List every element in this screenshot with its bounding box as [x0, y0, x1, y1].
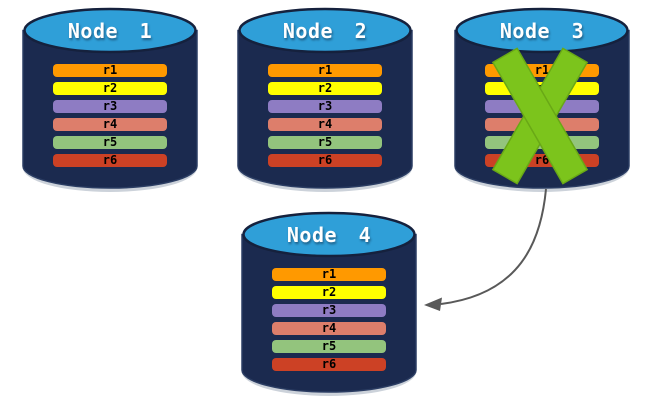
replica-bar: r4 — [272, 322, 386, 335]
node-2: Node 2 r1 r2 r3 r4 r5 r6 — [237, 7, 413, 198]
node-title: Node 4 — [286, 223, 372, 247]
replica-bar: r2 — [272, 286, 386, 299]
replica-bar: r6 — [53, 154, 167, 167]
replica-bar: r4 — [268, 118, 382, 131]
replica-bar: r6 — [272, 358, 386, 371]
node-title: Node 3 — [499, 19, 585, 43]
replica-list: r1 r2 r3 r4 r5 r6 — [53, 64, 167, 172]
replica-bar: r5 — [53, 136, 167, 149]
node-4: Node 4 r1 r2 r3 r4 r5 r6 — [241, 211, 417, 402]
replica-bar: r4 — [53, 118, 167, 131]
replica-bar: r3 — [272, 304, 386, 317]
replica-bar: r2 — [268, 82, 382, 95]
node-1: Node 1 r1 r2 r3 r4 r5 r6 — [22, 7, 198, 198]
failure-x-icon — [491, 47, 589, 185]
node-title: Node 1 — [67, 19, 153, 43]
failover-arrow — [424, 188, 547, 311]
node-title: Node 2 — [282, 19, 368, 43]
replica-bar: r1 — [268, 64, 382, 77]
replica-bar: r5 — [272, 340, 386, 353]
replica-bar: r3 — [53, 100, 167, 113]
replica-bar: r2 — [53, 82, 167, 95]
replica-bar: r6 — [268, 154, 382, 167]
replica-bar: r1 — [53, 64, 167, 77]
replica-bar: r3 — [268, 100, 382, 113]
replica-list: r1 r2 r3 r4 r5 r6 — [268, 64, 382, 172]
replica-bar: r5 — [268, 136, 382, 149]
replica-bar: r1 — [272, 268, 386, 281]
replica-list: r1 r2 r3 r4 r5 r6 — [272, 268, 386, 376]
node-3: Node 3 r1 r2 r3 r4 r5 r6 — [454, 7, 630, 198]
